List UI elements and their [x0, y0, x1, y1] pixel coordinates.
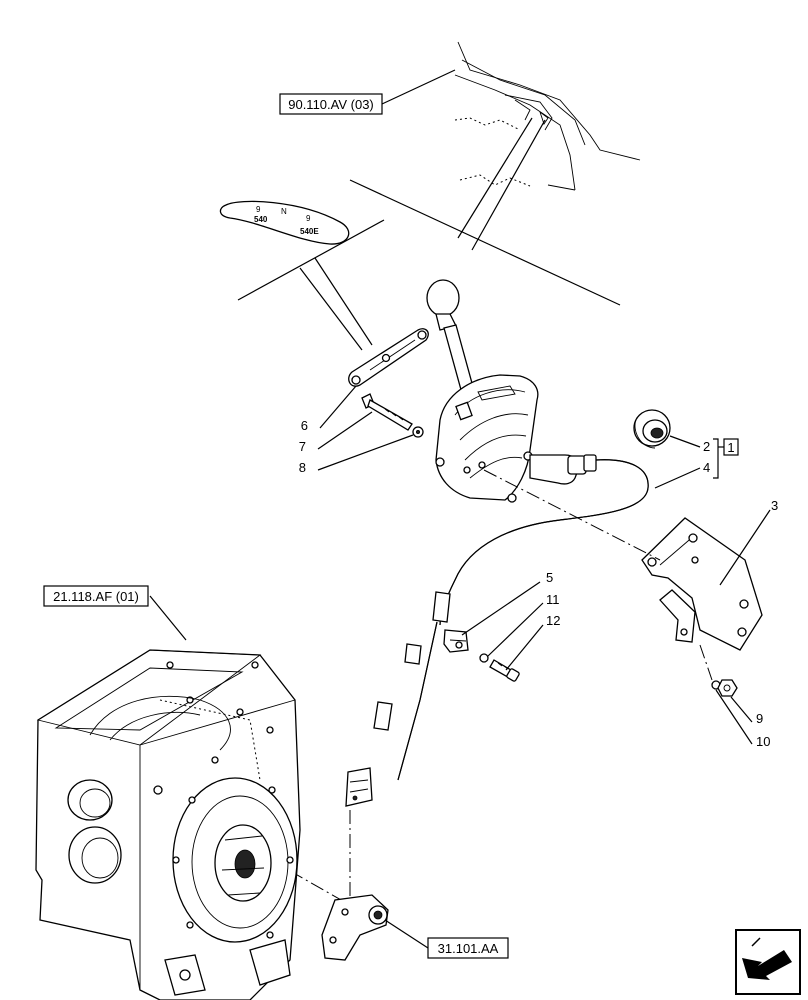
callout-3[interactable]: 3 [719, 498, 778, 586]
reference-left[interactable]: 21.118.AF (01) [43, 585, 187, 641]
svg-text:2[interactable]: 2 [703, 439, 710, 454]
transmission-housing [35, 649, 301, 1000]
cable-harness [345, 459, 649, 807]
reference-left-box[interactable] [43, 585, 149, 607]
svg-text:9: 9 [306, 214, 311, 223]
washer-11 [479, 653, 489, 663]
screw-12 [489, 659, 520, 682]
zoom-line [314, 257, 373, 346]
bracket-3 [641, 517, 763, 651]
callout-6[interactable]: 6 [301, 385, 357, 433]
reference-bottom-box[interactable] [427, 937, 509, 959]
svg-text:9[interactable]: 9 [756, 711, 763, 726]
callout-9[interactable]: 9 [730, 696, 763, 726]
callout-11[interactable]: 11 [487, 592, 560, 657]
center-line [699, 644, 713, 681]
reference-top-label[interactable]: 90.110.AV (03) [288, 97, 374, 112]
decal-label-540: 540 [254, 215, 268, 224]
clip-5 [443, 629, 469, 653]
mount-bracket [321, 894, 389, 961]
next-page-arrow-icon[interactable] [735, 929, 801, 995]
reference-left-label[interactable]: 21.118.AF (01) [53, 589, 139, 604]
callout-1[interactable]: 1 [713, 438, 739, 479]
grommet-2 [633, 409, 671, 449]
callout-7[interactable]: 7 [299, 411, 373, 454]
svg-text:4[interactable]: 4 [703, 460, 710, 475]
callout-12[interactable]: 12 [505, 613, 560, 671]
zoom-line [237, 219, 385, 301]
reference-top-box[interactable] [279, 93, 383, 115]
svg-text:3[interactable]: 3 [771, 498, 778, 513]
center-line [483, 469, 661, 561]
svg-text:12[interactable]: 12 [546, 613, 560, 628]
svg-text:1[interactable]: 1 [727, 440, 734, 455]
svg-text:N: N [281, 207, 287, 216]
callout-2[interactable]: 2 [669, 435, 710, 454]
svg-text:9: 9 [256, 205, 261, 214]
bolt-7 [361, 393, 413, 431]
svg-text:5[interactable]: 5 [546, 570, 553, 585]
reference-bottom[interactable]: 31.101.AA [384, 919, 509, 959]
zoom-line [349, 179, 621, 306]
svg-text:8[interactable]: 8 [299, 460, 306, 475]
zoom-line [299, 267, 363, 351]
leader-line [457, 117, 533, 239]
decal-label-540e: 540E [300, 227, 319, 236]
reference-top[interactable]: 90.110.AV (03) [279, 69, 456, 115]
svg-text:11[interactable]: 11 [546, 592, 560, 607]
cab-floor-detail [454, 41, 641, 191]
callout-5[interactable]: 5 [461, 570, 553, 636]
shift-lever-assembly [426, 279, 597, 503]
reference-bottom-label[interactable]: 31.101.AA [438, 941, 499, 956]
svg-text:10[interactable]: 10 [756, 734, 770, 749]
callout-8[interactable]: 8 [299, 434, 414, 475]
decal-540: 9 N 9 540 540E [219, 200, 350, 245]
callout-4[interactable]: 4 [654, 460, 710, 489]
svg-text:6[interactable]: 6 [301, 418, 308, 433]
leader-line [471, 119, 546, 251]
gate-plate [348, 328, 429, 387]
callout-10[interactable]: 10 [715, 689, 770, 749]
svg-text:7[interactable]: 7 [299, 439, 306, 454]
nut-9 [717, 679, 738, 697]
